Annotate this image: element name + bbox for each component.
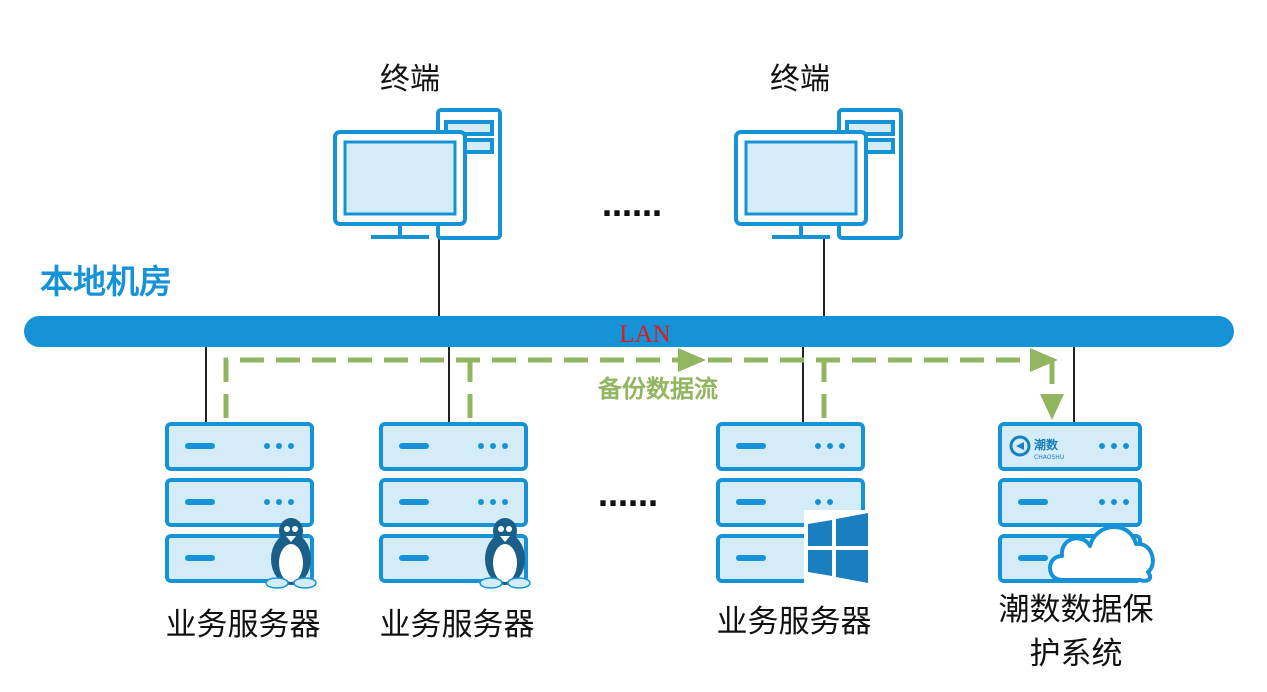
protection-label-line2: 护系统	[1030, 636, 1123, 672]
flow-arrow-right	[1030, 348, 1058, 372]
server-rack-icon	[716, 422, 870, 586]
desktop-computer-icon	[333, 108, 502, 240]
flow-arrow-down	[1040, 394, 1064, 420]
linux-penguin-icon	[265, 518, 317, 589]
ellipsis-bottom: ……	[598, 479, 658, 514]
lan-bus	[24, 316, 1234, 347]
backup-appliance-icon: 潮数 CHAOSHU	[998, 422, 1155, 583]
server-1-label: 业务服务器	[166, 607, 321, 643]
backup-flow-path	[223, 357, 1055, 418]
server-2-label: 业务服务器	[380, 607, 535, 643]
room-label: 本地机房	[40, 262, 172, 301]
server-3-label: 业务服务器	[717, 604, 872, 640]
flow-arrow-mid	[678, 348, 706, 372]
desktop-computer-icon	[734, 108, 903, 240]
windows-logo-icon	[804, 510, 870, 586]
terminal-right-label: 终端	[770, 62, 830, 97]
linux-penguin-icon	[479, 518, 531, 589]
lan-label: LAN	[619, 321, 670, 348]
logo-text: 潮数	[1034, 437, 1059, 452]
server-rack-icon	[165, 422, 317, 589]
protection-label-line1: 潮数数据保	[999, 592, 1154, 628]
server-rack-icon	[379, 422, 531, 589]
ellipsis-top: ……	[602, 189, 662, 224]
terminal-left-label: 终端	[380, 62, 440, 97]
flow-label: 备份数据流	[597, 375, 718, 403]
chaoshu-logo: 潮数 CHAOSHU	[1009, 435, 1064, 461]
cloud-icon	[1048, 525, 1155, 583]
logo-subtext: CHAOSHU	[1034, 454, 1064, 461]
